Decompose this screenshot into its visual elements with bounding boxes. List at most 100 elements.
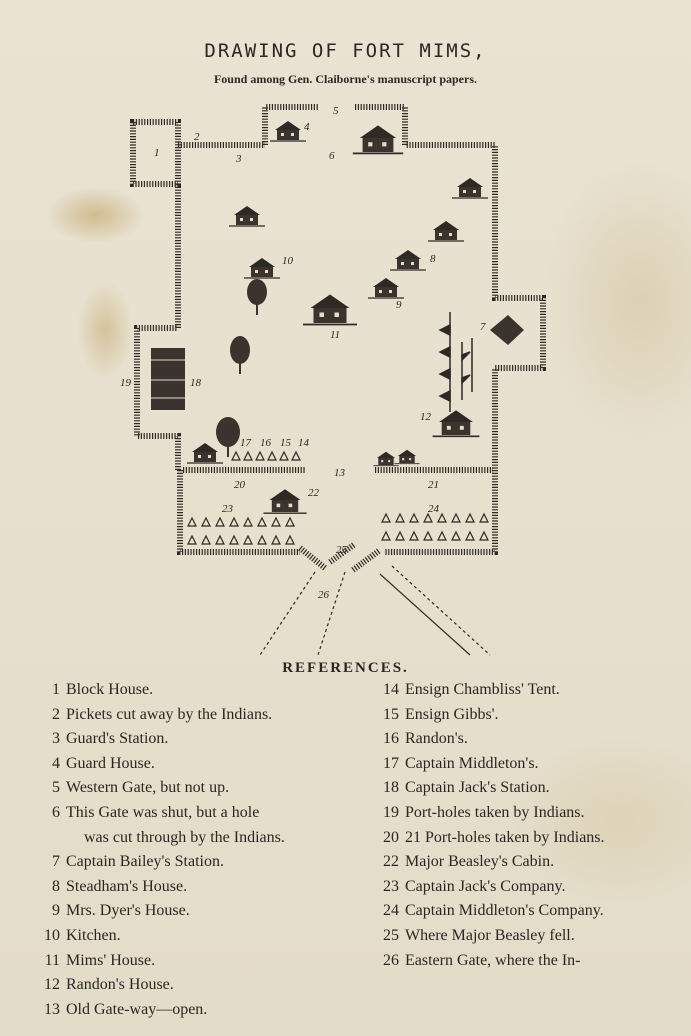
plan-label-11: 11 bbox=[330, 329, 340, 341]
reference-item: 13 Old Gate-way—open. bbox=[36, 998, 356, 1023]
reference-text: Old Gate-way—open. bbox=[66, 1000, 208, 1018]
reference-number: 19 bbox=[383, 803, 399, 821]
reference-item: 3 Guard's Station. bbox=[36, 727, 356, 752]
references-title: REFERENCES. bbox=[282, 660, 409, 676]
reference-text: Mims' House. bbox=[66, 951, 156, 969]
reference-item: 9 Mrs. Dyer's House. bbox=[36, 899, 356, 924]
reference-number: 8 bbox=[52, 877, 60, 895]
reference-text: Randon's. bbox=[405, 730, 468, 748]
reference-text: Guard's Station. bbox=[66, 730, 169, 748]
reference-text: Captain Jack's Station. bbox=[405, 779, 550, 797]
plan-label-17: 17 bbox=[240, 437, 252, 449]
plan-label-7: 7 bbox=[480, 321, 486, 333]
plan-label-10: 10 bbox=[282, 255, 294, 267]
reference-number: 17 bbox=[383, 754, 399, 772]
reference-text: Captain Jack's Company. bbox=[405, 877, 566, 895]
plan-label-22: 22 bbox=[308, 487, 320, 499]
reference-text: Kitchen. bbox=[66, 926, 121, 944]
plan-label-6: 6 bbox=[329, 150, 335, 162]
reference-text: Guard House. bbox=[66, 754, 155, 772]
plan-label-5: 5 bbox=[333, 105, 339, 117]
reference-number: 26 bbox=[383, 951, 399, 969]
reference-number: 6 bbox=[52, 803, 60, 821]
reference-number: 22 bbox=[383, 853, 399, 871]
plan-label-16: 16 bbox=[260, 437, 272, 449]
plan-label-23: 23 bbox=[222, 503, 234, 515]
reference-text: Randon's House. bbox=[66, 976, 174, 994]
drawing-title: DRAWING OF FORT MIMS, bbox=[204, 40, 487, 62]
trees bbox=[216, 279, 267, 457]
reference-item: 22 Major Beasley's Cabin. bbox=[376, 850, 676, 875]
reference-text: Block House. bbox=[66, 681, 154, 698]
plan-label-12: 12 bbox=[420, 411, 432, 423]
reference-text: Western Gate, but not up. bbox=[66, 779, 230, 797]
reference-text: Port-holes taken by Indians. bbox=[405, 803, 585, 821]
plan-label-20: 20 bbox=[234, 479, 246, 491]
reference-number: 4 bbox=[52, 754, 60, 772]
reference-text: Major Beasley's Cabin. bbox=[405, 853, 555, 871]
reference-text: Where Major Beasley fell. bbox=[405, 926, 575, 944]
reference-text: Captain Middleton's. bbox=[405, 754, 539, 772]
reference-text: Pickets cut away by the Indians. bbox=[66, 705, 273, 723]
plan-label-26: 26 bbox=[318, 589, 330, 601]
reference-number: 18 bbox=[383, 779, 399, 797]
fort-walls bbox=[130, 104, 546, 573]
reference-item: 26 Eastern Gate, where the In- bbox=[376, 949, 676, 974]
reference-number: 13 bbox=[44, 1000, 60, 1018]
reference-number: 1 bbox=[52, 681, 60, 698]
reference-text: 21 Port-holes taken by Indians. bbox=[405, 828, 605, 846]
plan-label-25: 25 bbox=[336, 544, 348, 556]
plan-label-8: 8 bbox=[430, 253, 436, 265]
reference-text: Mrs. Dyer's House. bbox=[66, 902, 190, 920]
approach-lines bbox=[259, 565, 491, 656]
reference-item: 20 21 Port-holes taken by Indians. bbox=[376, 826, 676, 851]
reference-item: 25 Where Major Beasley fell. bbox=[376, 924, 676, 949]
reference-text: Steadham's House. bbox=[66, 877, 188, 895]
plan-label-3: 3 bbox=[235, 153, 242, 165]
plan-label-14: 14 bbox=[298, 437, 310, 449]
reference-number: 25 bbox=[383, 926, 399, 944]
reference-item: 18 Captain Jack's Station. bbox=[376, 776, 676, 801]
reference-item: 24 Captain Middleton's Company. bbox=[376, 899, 676, 924]
reference-number: 12 bbox=[44, 976, 60, 994]
flag-poles bbox=[438, 312, 473, 412]
plan-label-13: 13 bbox=[334, 467, 346, 479]
reference-item: 8 Steadham's House. bbox=[36, 875, 356, 900]
reference-item: 10 Kitchen. bbox=[36, 924, 356, 949]
plan-label-1: 1 bbox=[154, 147, 160, 159]
reference-number: 7 bbox=[52, 853, 60, 871]
reference-text: Ensign Gibbs'. bbox=[405, 705, 499, 723]
reference-number: 3 bbox=[52, 730, 60, 748]
reference-continuation: was cut through by the Indians. bbox=[84, 828, 285, 846]
plan-label-2: 2 bbox=[194, 131, 200, 143]
reference-number: 11 bbox=[44, 951, 60, 969]
reference-number: 20 bbox=[383, 828, 399, 846]
reference-number: 10 bbox=[44, 926, 60, 944]
reference-number: 24 bbox=[383, 902, 399, 920]
reference-item: 11 Mims' House. bbox=[36, 949, 356, 974]
reference-text: Eastern Gate, where the In- bbox=[405, 951, 581, 969]
reference-number: 23 bbox=[383, 877, 399, 895]
plan-label-24: 24 bbox=[428, 503, 440, 515]
buildings bbox=[151, 120, 524, 514]
reference-number: 9 bbox=[52, 902, 60, 920]
reference-number: 15 bbox=[383, 705, 399, 723]
plan-label-18: 18 bbox=[190, 377, 202, 389]
plan-label-21: 21 bbox=[428, 479, 439, 491]
plan-label-9: 9 bbox=[396, 299, 402, 311]
reference-text: Captain Middleton's Company. bbox=[405, 902, 604, 920]
reference-item: 19 Port-holes taken by Indians. bbox=[376, 801, 676, 826]
reference-text: Ensign Chambliss' Tent. bbox=[405, 681, 560, 698]
reference-item: 12 Randon's House. bbox=[36, 973, 356, 998]
plan-label-19: 19 bbox=[120, 377, 132, 389]
plan-label-15: 15 bbox=[280, 437, 292, 449]
reference-text: This Gate was shut, but a hole bbox=[66, 803, 260, 821]
reference-item: 23 Captain Jack's Company. bbox=[376, 875, 676, 900]
